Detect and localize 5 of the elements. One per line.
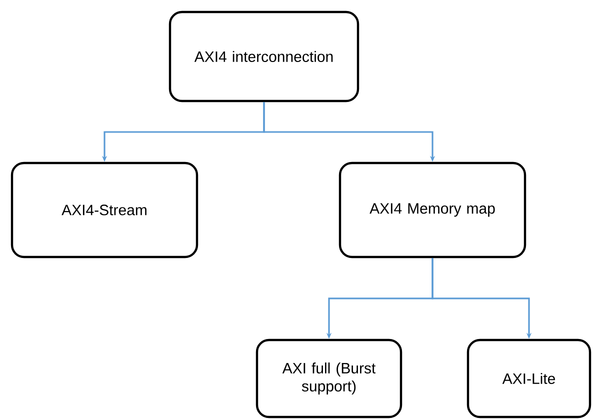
process-box: AXI-Lite <box>466 338 592 418</box>
process-box: AXI4 Memory map <box>338 162 526 258</box>
process-box: AXI4 interconnection <box>168 10 360 102</box>
process-box: AXI full (Burst support) <box>256 338 402 418</box>
process-box: AXI4-Stream <box>10 162 198 258</box>
